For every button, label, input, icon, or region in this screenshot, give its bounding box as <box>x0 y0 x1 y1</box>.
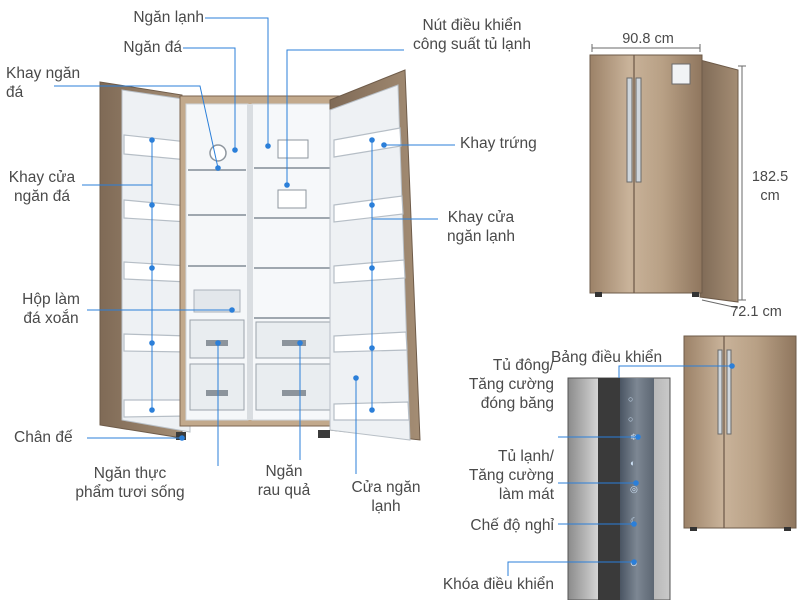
closed-fridge <box>589 54 739 303</box>
svg-text:○: ○ <box>628 394 633 404</box>
label-khay-cua-ngan-da: Khay cửa ngăn đá <box>8 169 76 205</box>
small-handle-left <box>717 349 723 435</box>
svg-text:○: ○ <box>628 414 633 424</box>
display-glass <box>620 378 654 600</box>
dimension-lines <box>591 44 746 309</box>
crisper-drawers <box>255 321 333 411</box>
callout-dots <box>149 137 735 565</box>
dimension-depth: 72.1 cm <box>730 304 782 320</box>
label-ngan-da: Ngăn đá <box>123 39 182 56</box>
small-foot-a <box>690 527 697 531</box>
label-ngan-thuc-pham: Ngăn thực phẩm tươi sống <box>75 465 185 501</box>
open-fridge <box>99 69 421 441</box>
foot-b <box>692 292 699 297</box>
label-tu-dong: Tủ đông/ Tăng cường đóng băng <box>468 357 554 412</box>
fridge-shelves <box>254 167 332 319</box>
label-hop-lam-da-xoan: Hộp làm đá xoắn <box>22 291 80 327</box>
freezer-light-dial <box>209 144 227 162</box>
label-khay-ngan-da: Khay ngăn đá <box>6 65 81 101</box>
label-cua-ngan-lanh: Cửa ngăn lạnh <box>351 479 421 515</box>
fridge-door-bins <box>333 127 410 421</box>
label-ngan-rau-qua: Ngăn rau quả <box>257 463 311 499</box>
closed-front <box>589 54 703 294</box>
label-khoa-dieu-khien: Khóa điều khiển <box>442 576 554 593</box>
callout-lines <box>54 17 732 576</box>
label-chan-de: Chân đế <box>14 429 73 446</box>
small-fridge <box>683 335 797 531</box>
closed-side <box>699 59 739 303</box>
svg-text:☾: ☾ <box>630 516 638 526</box>
handle-groove <box>598 378 620 600</box>
center-divider <box>247 104 253 420</box>
small-foot-b <box>784 527 791 531</box>
label-khay-cua-ngan-lanh: Khay cửa ngăn lạnh <box>446 209 516 245</box>
label-bang-dieu-khien: Bảng điều khiển <box>551 349 663 366</box>
energy-label <box>671 63 691 85</box>
label-khay-trung: Khay trứng <box>460 135 537 152</box>
closed-handle-left <box>626 77 633 183</box>
fridge-control-module <box>277 139 309 159</box>
dimension-height: 182.5 cm <box>751 169 789 204</box>
control-panel-zoom: ○ ○ ❄ ◐ ◎ ☾ ⊙ <box>567 377 671 600</box>
small-handle-right <box>726 349 732 435</box>
foot-right <box>318 430 330 438</box>
closed-handle-right <box>635 77 642 183</box>
label-tu-lanh: Tủ lạnh/ Tăng cường làm mát <box>468 448 554 503</box>
label-che-do-nghi: Chế độ nghỉ <box>470 517 554 534</box>
freezer-door-bins <box>123 134 189 418</box>
foot-a <box>595 292 602 297</box>
svg-text:◐: ◐ <box>630 458 635 468</box>
ice-maker-box <box>193 289 241 313</box>
freezer-drawers <box>189 319 245 411</box>
svg-text:◎: ◎ <box>630 484 638 494</box>
label-ngan-lanh: Ngăn lạnh <box>133 9 204 26</box>
fridge-fan-box <box>277 189 307 209</box>
small-front <box>683 335 797 529</box>
label-nut-dieu-khien: Nút điều khiển công suất tủ lạnh <box>412 17 532 53</box>
dimension-width: 90.8 cm <box>622 31 674 47</box>
